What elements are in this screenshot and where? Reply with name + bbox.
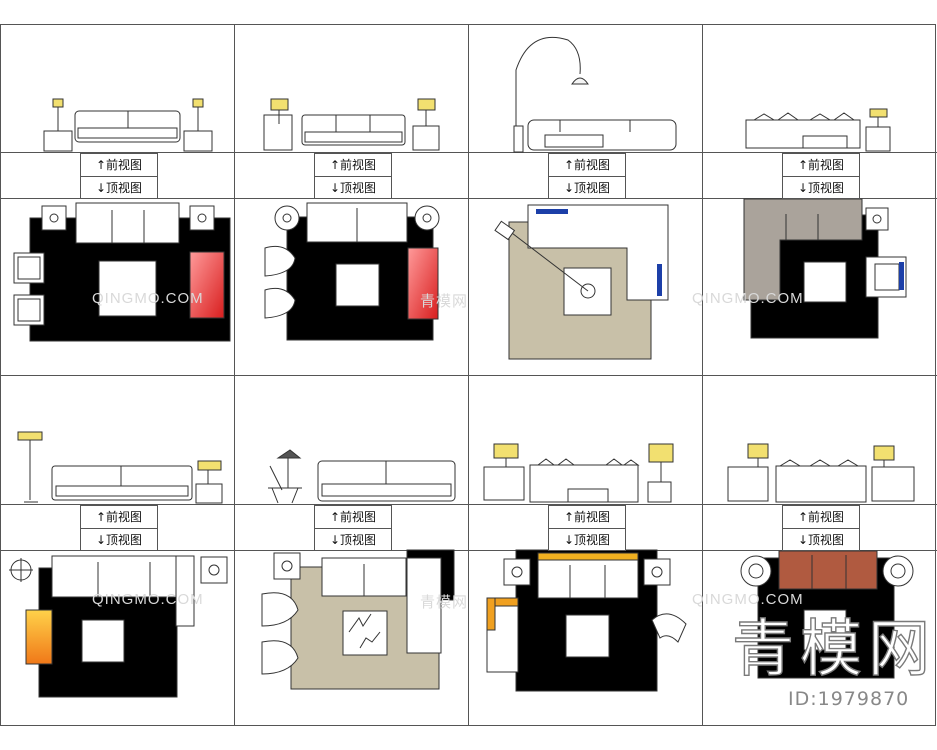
id-tag: ID:1979870 xyxy=(788,688,910,710)
view-label-3: ↑前视图 ↓顶视图 xyxy=(548,153,626,199)
view-label-7: ↑前视图 ↓顶视图 xyxy=(548,505,626,551)
top-view-label: ↓顶视图 xyxy=(329,533,377,547)
front-view-label: ↑前视图 xyxy=(81,154,157,177)
top-view-label: ↓顶视图 xyxy=(95,533,143,547)
front-view-label: ↑前视图 xyxy=(315,154,391,177)
front-view-3 xyxy=(513,36,677,153)
view-label-6: ↑前视图 ↓顶视图 xyxy=(314,505,392,551)
front-view-7 xyxy=(483,443,674,503)
watermark-brand: 青模网 xyxy=(420,594,469,611)
front-view-1 xyxy=(43,98,213,152)
top-view-label: ↓顶视图 xyxy=(95,181,143,195)
top-view-label: ↓顶视图 xyxy=(563,181,611,195)
top-view-label: ↓顶视图 xyxy=(563,533,611,547)
top-view-4 xyxy=(743,198,907,339)
front-view-8 xyxy=(727,443,915,503)
watermark-site: QINGMO.COM xyxy=(692,591,804,608)
front-view-5 xyxy=(17,431,223,504)
watermark-site: QINGMO.COM xyxy=(92,290,204,307)
view-label-1: ↑前视图 ↓顶视图 xyxy=(80,153,158,199)
front-view-label: ↑前视图 xyxy=(315,506,391,529)
top-view-6 xyxy=(261,549,455,690)
front-view-label: ↑前视图 xyxy=(549,506,625,529)
top-view-2 xyxy=(264,202,440,341)
view-label-8: ↑前视图 ↓顶视图 xyxy=(782,505,860,551)
top-view-label: ↓顶视图 xyxy=(797,533,845,547)
top-view-5 xyxy=(9,555,228,698)
front-view-label: ↑前视图 xyxy=(81,506,157,529)
brand-watermark: 青模网 xyxy=(731,611,937,685)
front-view-label: ↑前视图 xyxy=(549,154,625,177)
top-view-label: ↓顶视图 xyxy=(797,181,845,195)
front-view-6 xyxy=(268,449,456,504)
view-label-5: ↑前视图 ↓顶视图 xyxy=(80,505,158,551)
front-view-label: ↑前视图 xyxy=(783,506,859,529)
view-label-4: ↑前视图 ↓顶视图 xyxy=(782,153,860,199)
top-view-1 xyxy=(13,202,231,342)
view-label-2: ↑前视图 ↓顶视图 xyxy=(314,153,392,199)
watermark-site: QINGMO.COM xyxy=(92,591,204,608)
front-view-label: ↑前视图 xyxy=(783,154,859,177)
front-view-4 xyxy=(745,108,891,152)
top-view-8 xyxy=(740,550,914,679)
watermark-brand: 青模网 xyxy=(420,293,469,310)
front-view-2 xyxy=(263,98,440,151)
top-view-label: ↓顶视图 xyxy=(329,181,377,195)
top-view-7 xyxy=(486,549,687,692)
watermark-site: QINGMO.COM xyxy=(692,290,804,307)
top-view-3 xyxy=(494,204,669,360)
